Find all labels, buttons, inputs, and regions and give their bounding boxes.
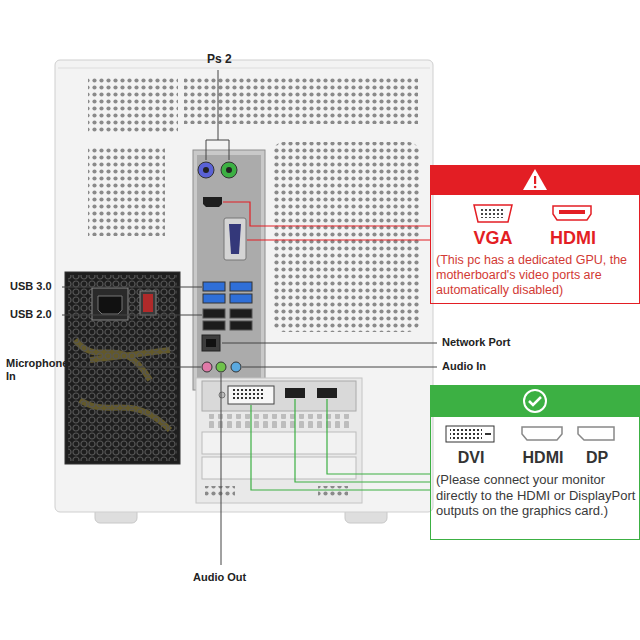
power-switch xyxy=(143,294,153,312)
usb2-port xyxy=(230,309,252,318)
vga-port xyxy=(224,218,246,260)
leader-line xyxy=(242,367,437,368)
ps2-port xyxy=(226,167,232,173)
hdmi-port xyxy=(203,197,222,207)
vent-holes xyxy=(184,76,418,124)
port-label: Audio Out xyxy=(193,571,246,584)
ok-header xyxy=(430,385,640,417)
ok-panel: DVI HDMIDP (Please connect your monitor di… xyxy=(430,385,640,540)
leader-line xyxy=(62,287,202,288)
usb3-port xyxy=(230,282,252,291)
case-body xyxy=(55,60,433,512)
ps2-port xyxy=(198,162,214,178)
port-label: Audio In xyxy=(442,360,486,373)
case-edge xyxy=(58,68,430,69)
usb3-port xyxy=(203,294,225,303)
vga-port xyxy=(229,224,241,254)
network-port xyxy=(202,335,220,351)
green-leader xyxy=(251,399,430,490)
bracket-vents xyxy=(206,414,352,428)
hdmi-icon xyxy=(559,210,585,214)
audio-jack xyxy=(216,362,226,372)
audio-jack xyxy=(202,362,212,372)
slot-cover xyxy=(202,432,356,454)
check-icon xyxy=(529,397,541,405)
fan-vent xyxy=(272,142,420,332)
vent-holes xyxy=(318,486,348,498)
port-label: USB 2.0 xyxy=(10,308,52,321)
port-label: Microphone In xyxy=(6,357,74,383)
dvi-port xyxy=(232,389,264,400)
warning-panel: VGA HDMI (This pc has a dedicated GPU, the… xyxy=(430,165,640,304)
io-shield xyxy=(197,155,261,385)
vent-holes xyxy=(88,76,178,132)
leader-line xyxy=(78,367,201,368)
port-label: Ps 2 xyxy=(207,52,232,66)
port-label: Network Port xyxy=(442,336,510,349)
warning-icon xyxy=(534,186,537,189)
psu xyxy=(65,272,180,464)
leader-line xyxy=(221,373,222,565)
slot-cover xyxy=(202,457,356,479)
port-name: VGA xyxy=(463,228,523,250)
vga-icon xyxy=(481,209,505,218)
warning-icon xyxy=(523,169,547,190)
vent-holes xyxy=(88,146,165,236)
dvi-icon xyxy=(485,433,491,435)
vga-icon xyxy=(474,205,512,222)
dp-icon xyxy=(578,427,614,440)
dvi-icon xyxy=(450,429,482,439)
gpu-bracket xyxy=(202,381,356,411)
leader-line xyxy=(206,70,229,160)
leader-line xyxy=(222,343,437,344)
usb2-port xyxy=(203,309,225,318)
red-leader xyxy=(223,202,430,240)
warning-icon xyxy=(534,176,536,184)
dvi-port xyxy=(228,386,274,404)
dvi-icon xyxy=(446,426,494,442)
port-name: HDMI xyxy=(543,228,603,250)
port-name: DVI xyxy=(441,448,501,467)
port-label: USB 3.0 xyxy=(10,280,52,293)
usb3-port xyxy=(203,282,225,291)
usb2-port xyxy=(203,321,225,330)
audio-jack xyxy=(231,362,241,372)
port-name: DP xyxy=(567,448,627,467)
hdmi-icon xyxy=(553,206,591,220)
power-switch xyxy=(140,291,156,315)
vent-holes xyxy=(205,486,235,498)
io-shield xyxy=(193,150,265,390)
warning-header xyxy=(430,165,640,195)
note-text: (Please connect your monitor directly to… xyxy=(436,472,636,519)
network-port xyxy=(206,339,216,347)
psu-grille xyxy=(68,275,177,461)
port-name: HDMI xyxy=(513,448,573,467)
check-icon xyxy=(524,390,546,412)
power-socket xyxy=(98,296,122,314)
dp-port xyxy=(317,388,337,398)
hdmi-port xyxy=(285,388,305,398)
thumb-screw xyxy=(219,392,225,398)
ps2-port xyxy=(203,167,209,173)
note-text: (This pc has a dedicated GPU, the mother… xyxy=(436,253,636,298)
leader-line xyxy=(62,315,202,316)
hdmi-icon xyxy=(522,427,562,440)
ps2-port xyxy=(221,162,237,178)
usb3-port xyxy=(230,294,252,303)
usb2-port xyxy=(230,321,252,330)
